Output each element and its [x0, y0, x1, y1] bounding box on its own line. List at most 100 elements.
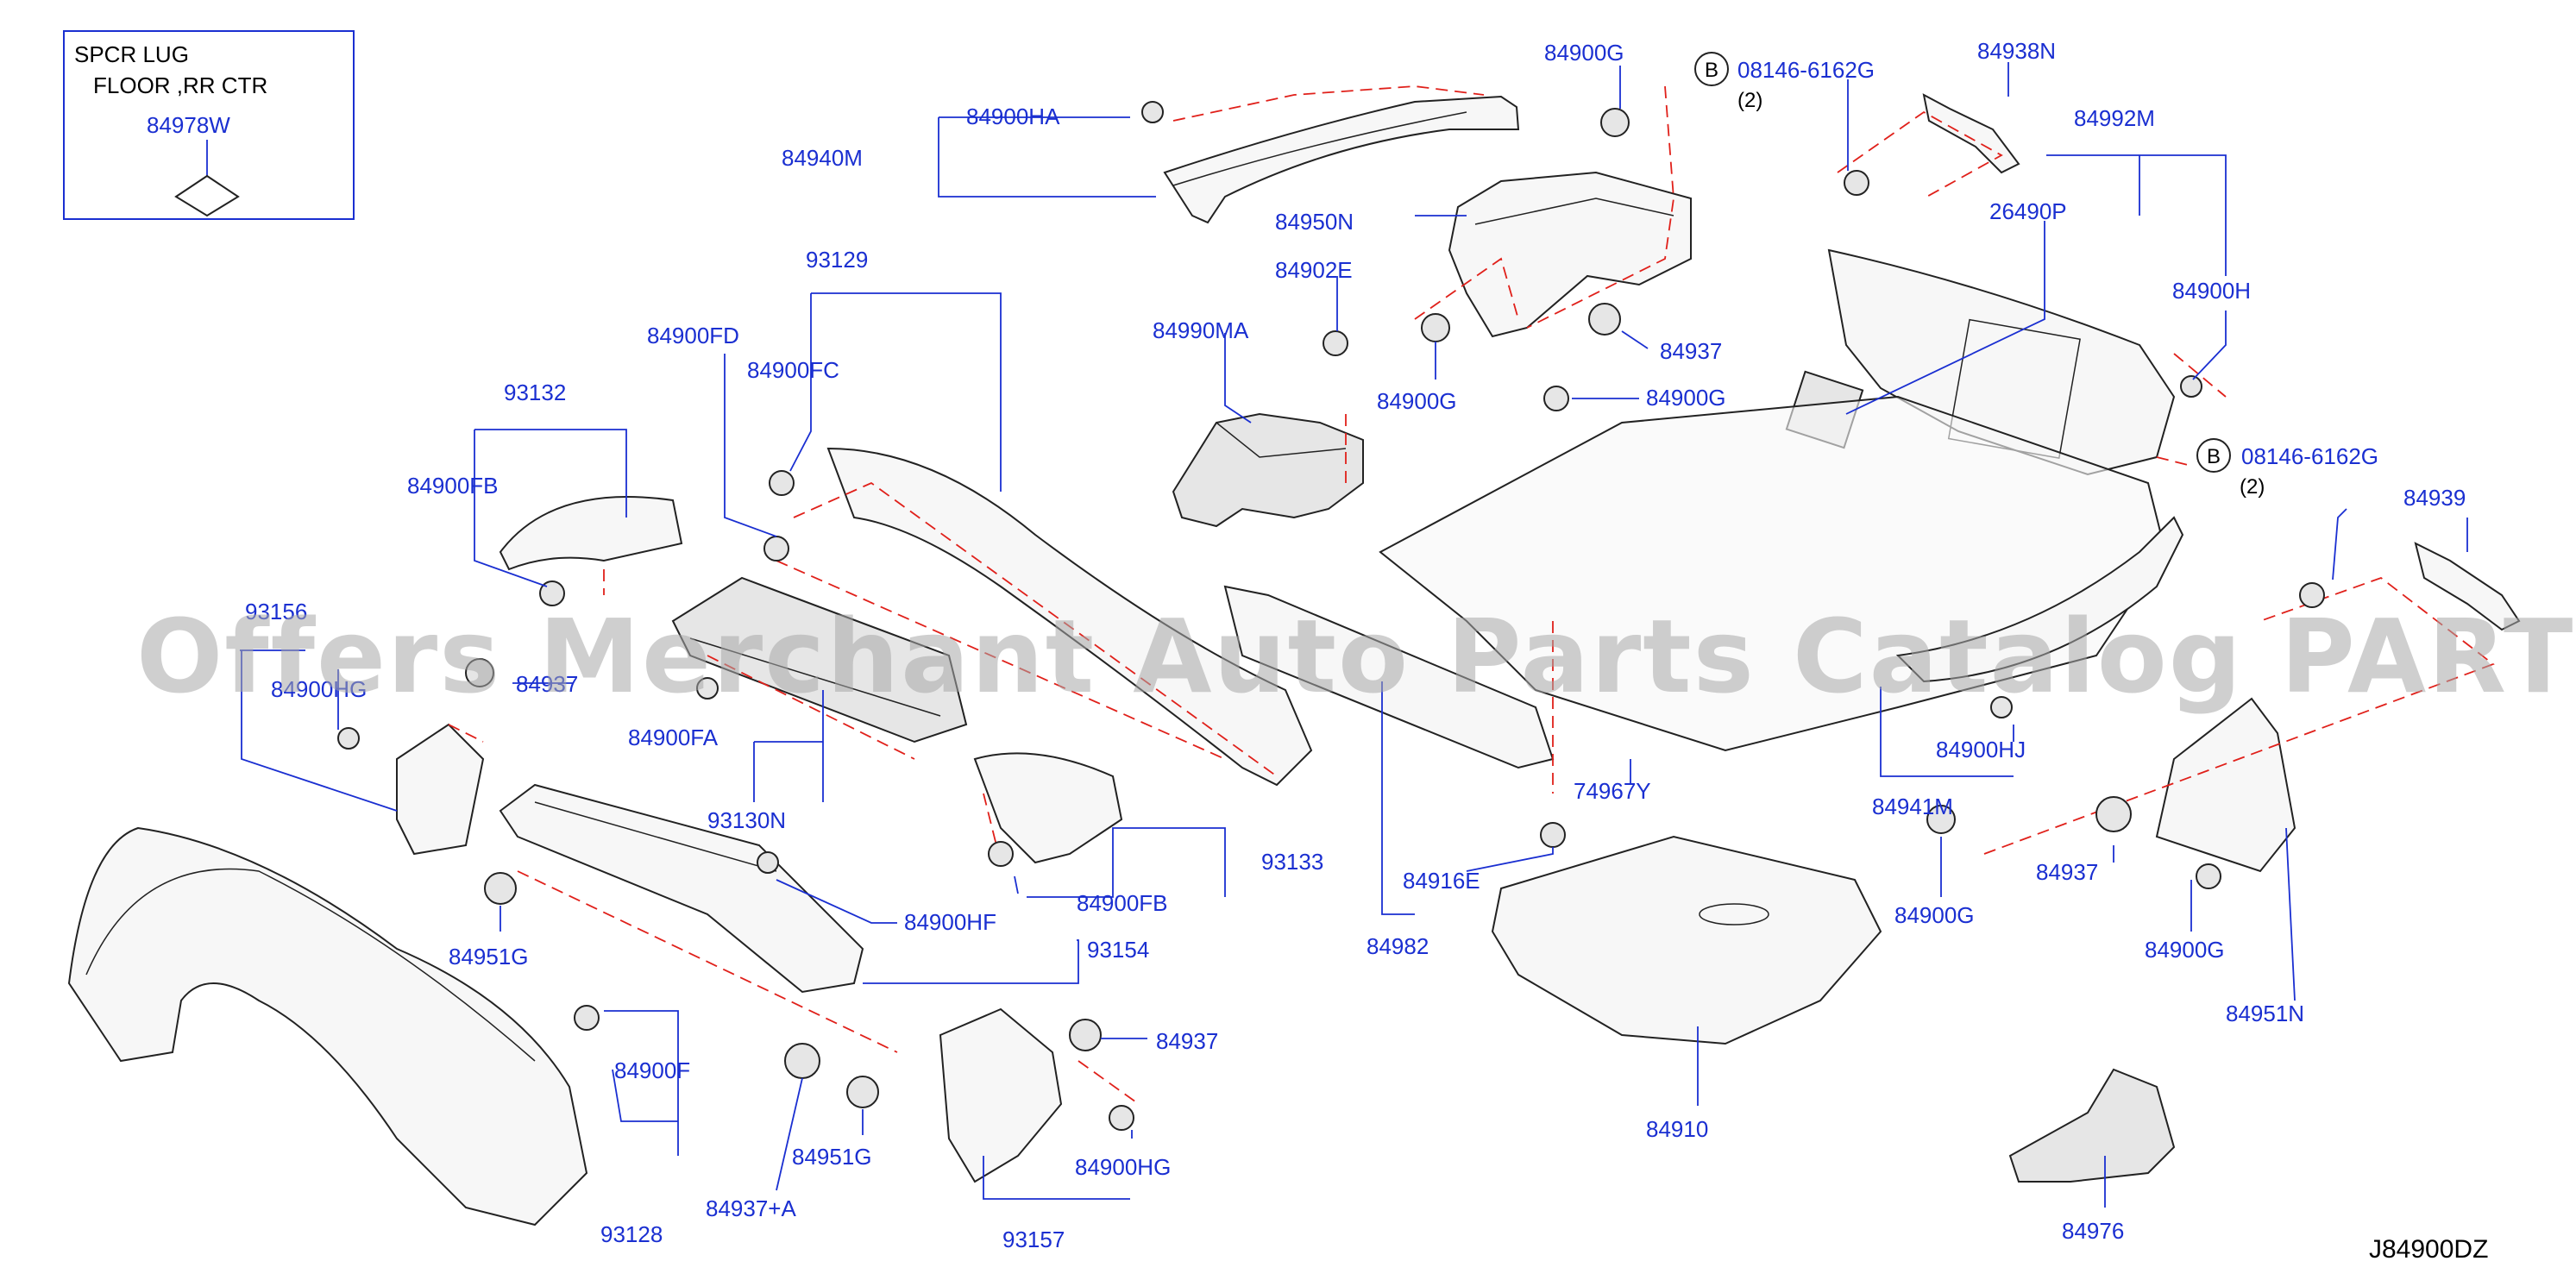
diagram-id: J84900DZ: [2369, 1235, 2488, 1264]
spacer-icon: [174, 174, 240, 217]
label-93128: 93128: [600, 1221, 663, 1247]
bolt-08146-right: [2299, 582, 2325, 608]
circle-b-right: B: [2196, 438, 2231, 473]
label-84900G-right1: 84900G: [1894, 902, 1975, 928]
clip-84900H: [2180, 375, 2202, 398]
part-labels: 84900HA 84940M 84900G 08146-6162G (2) 84…: [245, 38, 2488, 1264]
label-84937-right: 84937: [2036, 859, 2098, 885]
clip-84900F: [574, 1005, 600, 1031]
clip-84937-left: [465, 658, 494, 687]
clip-84900G-right2: [2196, 863, 2221, 889]
clip-84900FB-left: [539, 580, 565, 606]
label-74967Y: 74967Y: [1574, 778, 1651, 804]
clip-84900HJ: [1990, 696, 2013, 718]
label-93154: 93154: [1087, 937, 1149, 963]
circle-b-top: B: [1694, 52, 1729, 86]
clip-84902E: [1323, 330, 1348, 356]
part-84939: [2414, 542, 2521, 631]
circle-b-top-letter: B: [1705, 59, 1718, 82]
label-84900H: 84900H: [2172, 278, 2251, 304]
clip-84900HG-left: [337, 727, 360, 750]
label-84992M: 84992M: [2074, 105, 2155, 131]
label-93157: 93157: [1002, 1227, 1065, 1252]
clip-84937-bottom: [1069, 1019, 1102, 1051]
inset-box: SPCR LUG FLOOR ,RR CTR 84978W: [63, 30, 355, 220]
circle-b-right-letter: B: [2207, 445, 2221, 468]
label-84900HA: 84900HA: [966, 104, 1060, 129]
clip-84900FB-mid: [988, 841, 1014, 867]
clip-84900HG-bottom: [1109, 1105, 1134, 1131]
clip-84951G-left: [484, 872, 517, 905]
label-84937A: 84937+A: [706, 1195, 796, 1221]
label-84990MA: 84990MA: [1153, 317, 1249, 343]
part-93128: [67, 826, 588, 1227]
label-84937-bottom: 84937: [1156, 1028, 1218, 1054]
part-93129: [826, 447, 1313, 787]
label-84938N: 84938N: [1977, 38, 2056, 64]
label-84916E: 84916E: [1403, 868, 1480, 894]
bolt-08146-top: [1844, 170, 1869, 196]
part-84951N: [2155, 697, 2296, 873]
part-84990MA: [1172, 412, 1364, 528]
clip-84937-right: [2095, 796, 2132, 832]
label-84900FA: 84900FA: [628, 725, 719, 750]
label-84900G-mid1: 84900G: [1377, 388, 1457, 414]
part-93157: [939, 1007, 1063, 1183]
part-84940M: [1163, 95, 1520, 224]
label-84951G-bottom: 84951G: [792, 1144, 872, 1170]
clip-84900FC: [769, 470, 795, 496]
clip-84900G-mid2: [1543, 386, 1569, 411]
label-84900HG-bottom: 84900HG: [1075, 1154, 1171, 1180]
label-84950N: 84950N: [1275, 209, 1354, 235]
label-84937-left: 84937: [516, 671, 578, 697]
label-84900G-mid2: 84900G: [1646, 385, 1726, 411]
label-84900HG-left: 84900HG: [271, 676, 367, 702]
label-84976: 84976: [2062, 1218, 2124, 1244]
part-84938N: [1922, 93, 2020, 174]
label-84939: 84939: [2403, 485, 2466, 511]
watermark-text: Offers Merchant Auto Parts Catalog PARTS…: [136, 597, 2576, 716]
clip-84951G-bottom: [846, 1076, 879, 1108]
label-08146-right: 08146-6162G: [2241, 443, 2378, 469]
label-84900FB-left: 84900FB: [407, 473, 499, 499]
label-84982: 84982: [1367, 933, 1429, 959]
label-84900FD: 84900FD: [647, 323, 739, 348]
label-84940M: 84940M: [782, 145, 863, 171]
label-84951G-left: 84951G: [449, 944, 529, 969]
clip-84900G-mid1: [1421, 313, 1450, 342]
label-84900FC: 84900FC: [747, 357, 839, 383]
clip-84916E: [1540, 822, 1566, 848]
inset-title-line1: SPCR LUG: [74, 41, 189, 67]
label-84900G-top: 84900G: [1544, 40, 1624, 66]
label-93129: 93129: [806, 247, 868, 273]
clip-84900G-right1: [1926, 805, 1956, 834]
part-93130N: [671, 576, 968, 744]
label-84951N: 84951N: [2226, 1001, 2304, 1026]
clip-84900G-top: [1600, 108, 1630, 137]
label-08146-right-qty: (2): [2240, 475, 2265, 499]
part-93156: [396, 723, 485, 856]
clip-84937-top: [1588, 303, 1621, 336]
part-84910: [1491, 835, 1882, 1045]
clip-84900HA: [1141, 101, 1164, 123]
label-84900FB-mid: 84900FB: [1077, 890, 1168, 916]
label-08146-top-qty: (2): [1737, 89, 1762, 112]
dashed-guides: [448, 85, 2495, 1105]
clip-84900FA: [696, 677, 719, 700]
label-08146-top: 08146-6162G: [1737, 57, 1875, 83]
clip-84900FD: [763, 536, 789, 562]
part-84976: [2008, 1068, 2176, 1183]
label-84902E: 84902E: [1275, 257, 1353, 283]
part-93133: [973, 752, 1123, 864]
label-93130N: 93130N: [707, 807, 786, 833]
part-84950N: [1448, 171, 1692, 338]
clip-84900HF: [757, 851, 779, 874]
fasteners: [337, 101, 2325, 1131]
inset-part-label: 84978W: [147, 112, 230, 138]
label-84937-top: 84937: [1660, 338, 1722, 364]
label-84910: 84910: [1646, 1116, 1708, 1142]
label-84941M: 84941M: [1872, 794, 1953, 819]
inset-title-line2: FLOOR ,RR CTR: [93, 72, 267, 98]
label-93156: 93156: [245, 599, 307, 624]
part-84941M: [1895, 516, 2184, 683]
